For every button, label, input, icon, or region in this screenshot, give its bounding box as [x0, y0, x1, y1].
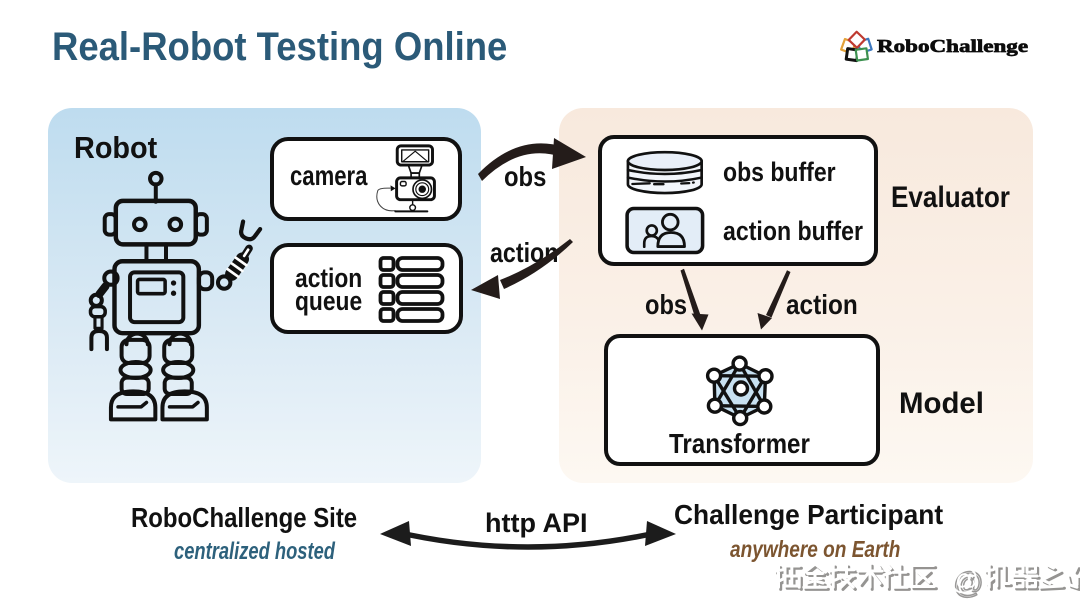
- svg-text:@: @: [953, 567, 983, 600]
- svg-text:@: @: [949, 563, 979, 596]
